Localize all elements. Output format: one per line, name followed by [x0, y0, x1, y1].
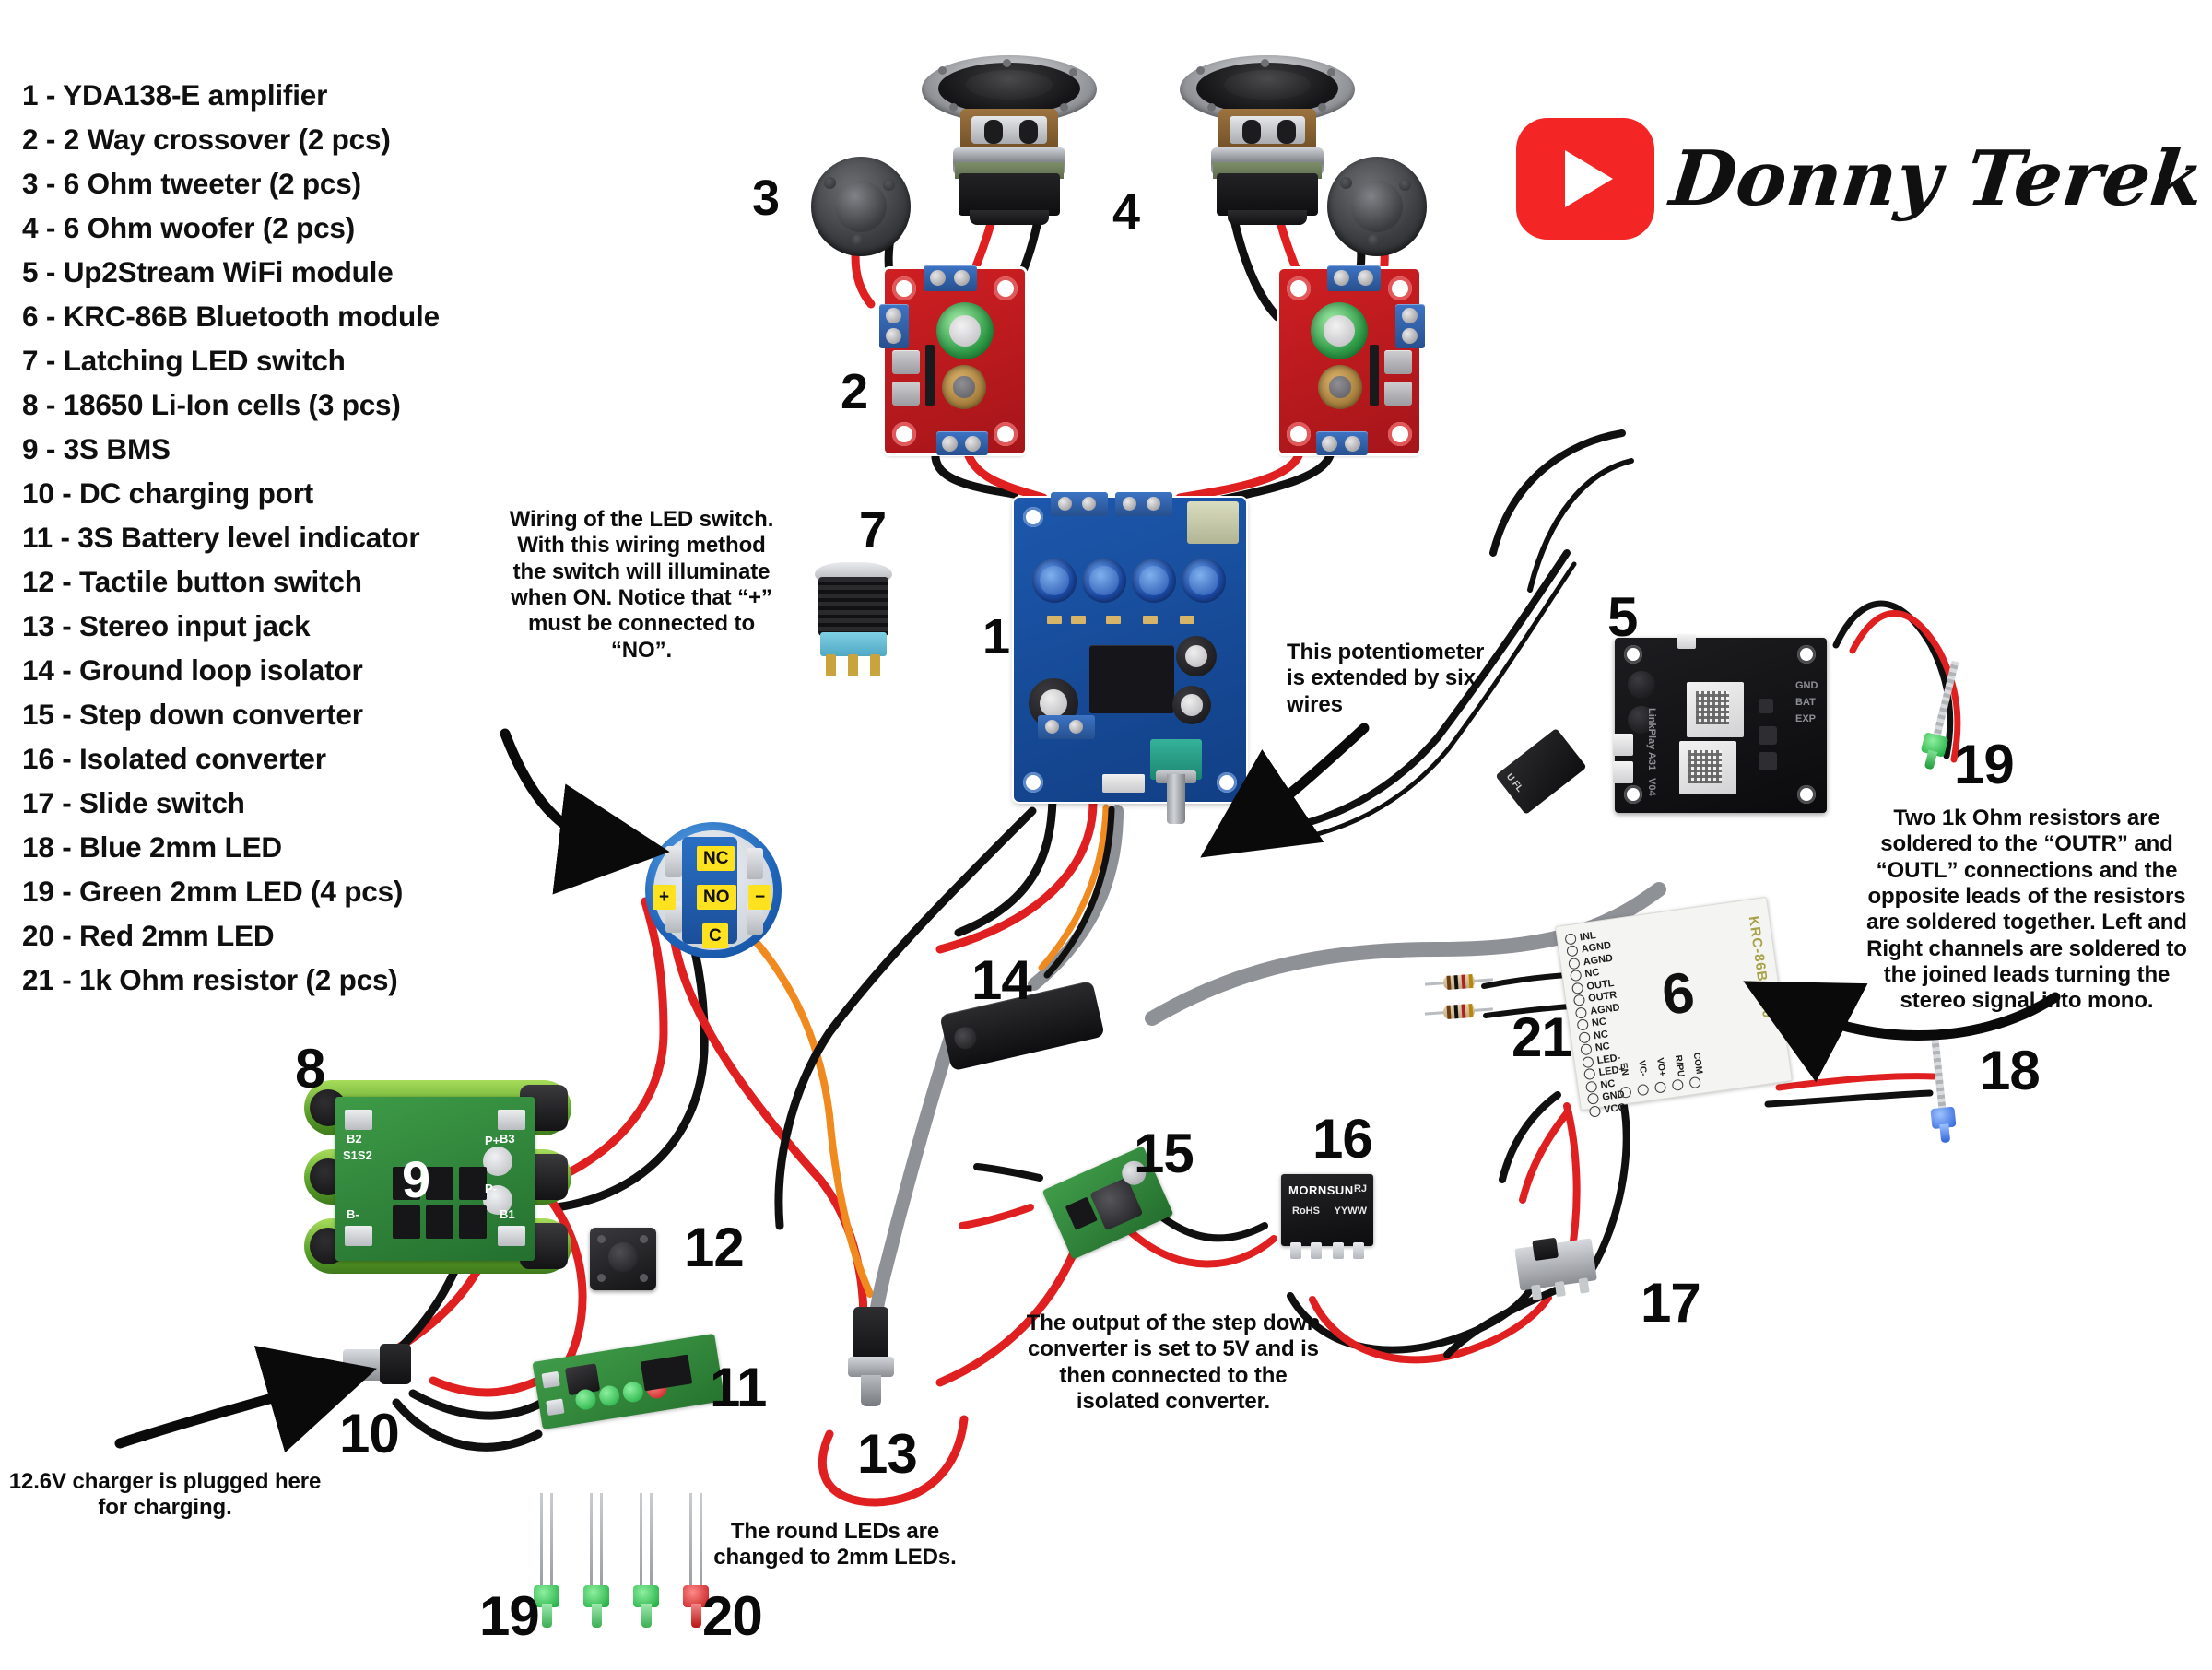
parts-legend: 1 - YDA138-E amplifier 2 - 2 Way crossov… — [22, 78, 520, 1010]
legend-item: 9 - 3S BMS — [22, 432, 171, 465]
bms-board: B2 B3 S1S2 B- B1 P+ P- 9 — [335, 1097, 535, 1261]
legend-item: 14 - Ground loop isolator — [22, 653, 363, 687]
bms-label-b2: B2 — [347, 1132, 362, 1146]
red-led — [682, 1493, 710, 1631]
callout-19-right: 19 — [1954, 734, 2015, 795]
green-led-1 — [533, 1493, 560, 1631]
bms-label-bminus: B- — [347, 1207, 359, 1221]
linkplay-version: V04 — [1646, 778, 1657, 796]
legend-item: 1 - YDA138-E amplifier — [22, 78, 328, 112]
legend-item: 5 - Up2Stream WiFi module — [22, 255, 394, 288]
wifi-module: LinkPlay A31 V04 GND BAT EXP — [1613, 634, 1827, 813]
note-led-switch: Wiring of the LED switch. With this wiri… — [509, 507, 774, 663]
isolated-converter: MORNSUN RJ RoHS YYWW — [1281, 1174, 1373, 1259]
terminal-label-minus: − — [748, 885, 772, 910]
legend-item: 6 - KRC-86B Bluetooth module — [22, 300, 440, 333]
wifi-pin-gnd: GND — [1795, 680, 1818, 691]
callout-8: 8 — [295, 1038, 325, 1100]
callout-13: 13 — [857, 1423, 918, 1485]
arrow-to-potentiometer — [1200, 723, 1370, 858]
arrow-to-led-switch — [500, 728, 670, 895]
bms-label-pminus: P- — [485, 1182, 497, 1195]
latching-led-switch — [811, 562, 896, 682]
mornsun-rohs: RoHS — [1292, 1205, 1320, 1217]
callout-21: 21 — [1512, 1006, 1572, 1068]
legend-item: 21 - 1k Ohm resistor (2 pcs) — [22, 963, 398, 996]
legend-item: 10 - DC charging port — [22, 476, 314, 510]
note-round-leds: The round LEDs are changed to 2mm LEDs. — [713, 1519, 957, 1570]
callout-3: 3 — [752, 171, 780, 226]
youtube-play-icon — [1516, 118, 1654, 240]
yda138-chip — [1089, 645, 1174, 713]
terminal-label-c: C — [702, 923, 728, 948]
crossover-right — [1279, 265, 1425, 455]
callout-19-bottom: 19 — [479, 1585, 540, 1647]
channel-branding: Donny Terek — [1516, 118, 2207, 240]
legend-item: 19 - Green 2mm LED (4 pcs) — [22, 875, 404, 908]
bms-label-b1: B1 — [500, 1207, 515, 1221]
callout-5: 5 — [1607, 586, 1638, 648]
callout-16: 16 — [1312, 1108, 1373, 1170]
legend-item: 20 - Red 2mm LED — [22, 919, 275, 952]
callout-10: 10 — [339, 1403, 400, 1464]
legend-item: 15 - Step down converter — [22, 698, 363, 731]
crossover-left — [879, 265, 1025, 455]
note-resistors: Two 1k Ohm resistors are soldered to the… — [1866, 806, 2187, 1014]
green-led-3 — [632, 1493, 660, 1631]
legend-item: 12 - Tactile button switch — [22, 565, 362, 598]
legend-item: 11 - 3S Battery level indicator — [22, 521, 420, 554]
callout-11: 11 — [710, 1357, 767, 1418]
bms-callout-number: 9 — [402, 1150, 431, 1208]
arrow-to-dc-port — [114, 1345, 377, 1453]
linkplay-silk: LinkPlay A31 — [1646, 708, 1657, 771]
tweeter-right — [1327, 157, 1427, 256]
bms-label-s1s2: S1S2 — [343, 1148, 372, 1162]
callout-18: 18 — [1980, 1040, 2041, 1101]
legend-item: 13 - Stereo input jack — [22, 609, 311, 642]
note-step-down: The output of the step down converter is… — [1026, 1311, 1321, 1414]
legend-item: 7 - Latching LED switch — [22, 344, 346, 377]
legend-item: 8 - 18650 Li-Ion cells (3 pcs) — [22, 388, 401, 421]
tactile-button-switch — [590, 1228, 656, 1290]
legend-item: 17 - Slide switch — [22, 786, 245, 819]
callout-1: 1 — [982, 609, 1010, 664]
mornsun-brand: MORNSUN — [1288, 1183, 1354, 1197]
stereo-input-jack — [839, 1307, 903, 1408]
callout-2: 2 — [841, 364, 868, 419]
callout-7: 7 — [859, 502, 887, 558]
terminal-label-nc: NC — [697, 846, 735, 871]
callout-12: 12 — [684, 1217, 745, 1278]
bms-label-b3: B3 — [500, 1132, 515, 1146]
terminal-label-no: NO — [697, 885, 736, 910]
mornsun-mark: RJ — [1353, 1183, 1367, 1194]
wifi-pin-bat: BAT — [1795, 697, 1816, 708]
note-charger: 12.6V charger is plugged here for chargi… — [8, 1469, 322, 1521]
legend-item: 2 - 2 Way crossover (2 pcs) — [22, 123, 391, 156]
callout-17: 17 — [1641, 1272, 1701, 1334]
woofer-left — [922, 55, 1097, 229]
callout-14: 14 — [971, 949, 1032, 1011]
tweeter-left — [811, 157, 911, 256]
callout-4: 4 — [1112, 184, 1140, 240]
arrow-to-outl-outr — [1743, 981, 2061, 1083]
callout-15: 15 — [1134, 1123, 1194, 1184]
legend-item: 18 - Blue 2mm LED — [22, 830, 282, 864]
wifi-pin-exp: EXP — [1795, 713, 1817, 724]
battery-pack: B2 B3 S1S2 B- B1 P+ P- 9 — [304, 1080, 571, 1278]
legend-item: 4 - 6 Ohm woofer (2 pcs) — [22, 211, 356, 244]
legend-item: 16 - Isolated converter — [22, 742, 326, 775]
note-potentiometer: This potentiometer is extended by six wi… — [1287, 640, 1485, 717]
callout-20: 20 — [702, 1585, 763, 1647]
bms-label-pplus: P+ — [485, 1134, 500, 1147]
mornsun-datecode: YYWW — [1334, 1205, 1367, 1217]
legend-item: 3 - 6 Ohm tweeter (2 pcs) — [22, 167, 361, 200]
green-led-2 — [582, 1493, 610, 1631]
woofer-right — [1180, 55, 1355, 229]
